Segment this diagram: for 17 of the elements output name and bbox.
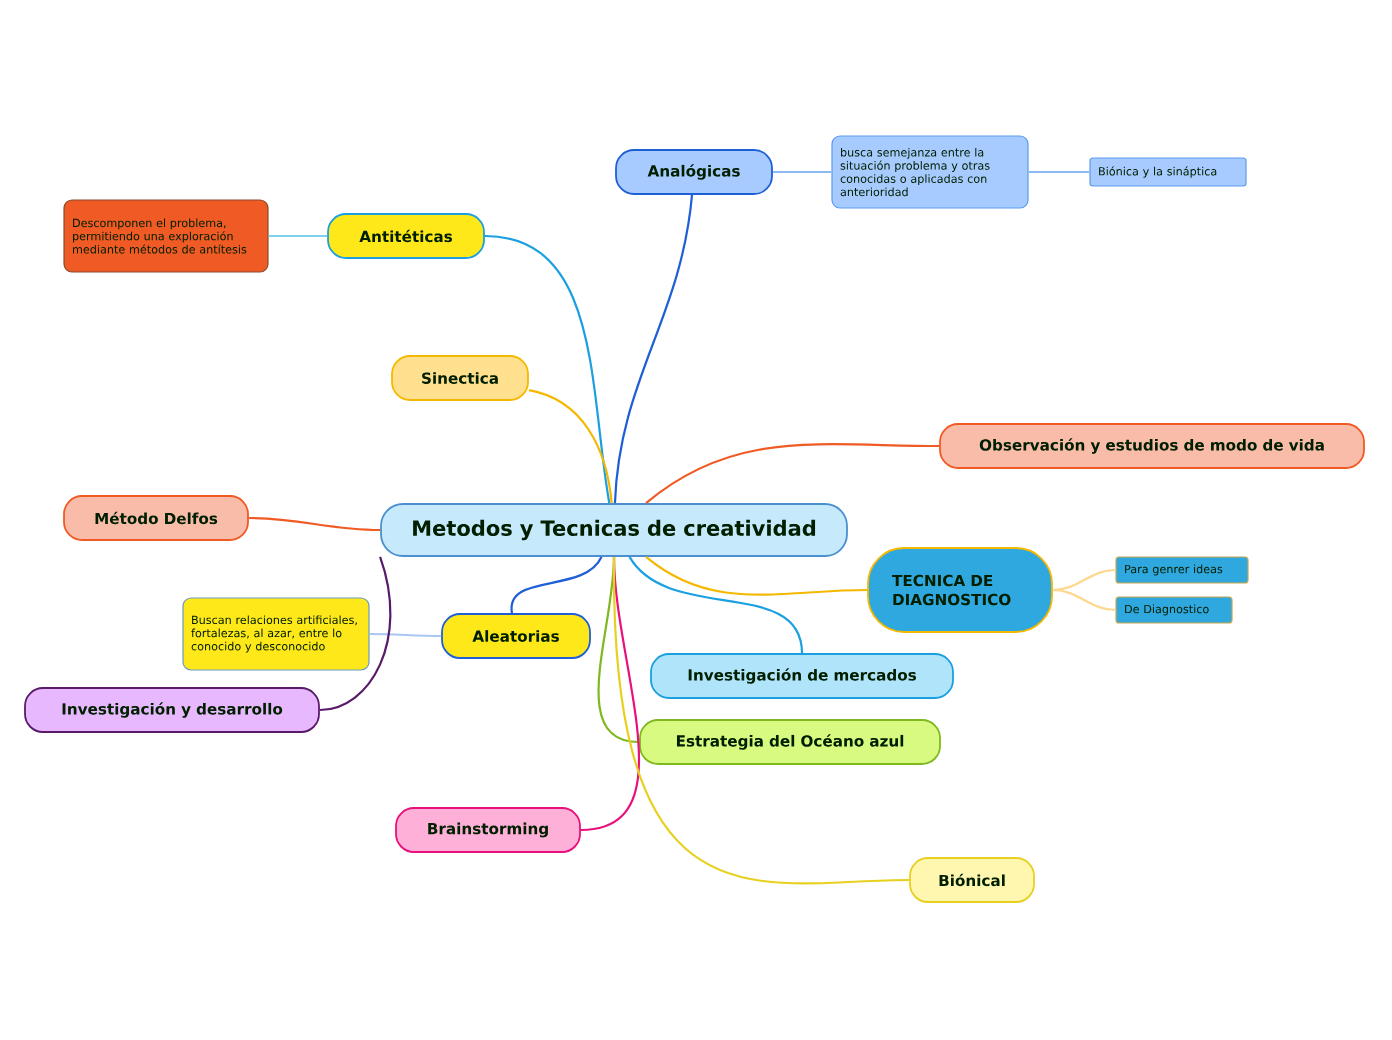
- connector-line: [369, 632, 442, 638]
- connector-line: [612, 556, 910, 885]
- connector-line: [628, 556, 804, 654]
- connector-line: [528, 389, 613, 504]
- connector-line: [319, 556, 392, 712]
- connector-line: [645, 443, 940, 504]
- connector-line: [1052, 568, 1116, 592]
- connector-line: [645, 556, 868, 596]
- connector-line: [613, 194, 694, 504]
- connector-line: [1052, 588, 1116, 612]
- connector-line: [510, 556, 603, 614]
- connector-line: [772, 170, 832, 174]
- connector-line: [484, 234, 611, 504]
- connector-line: [248, 516, 381, 532]
- connector-line: [268, 234, 328, 238]
- connector-line: [1028, 170, 1090, 174]
- central-topic-box: Metodos y Tecnicas de creatividad: [380, 503, 848, 557]
